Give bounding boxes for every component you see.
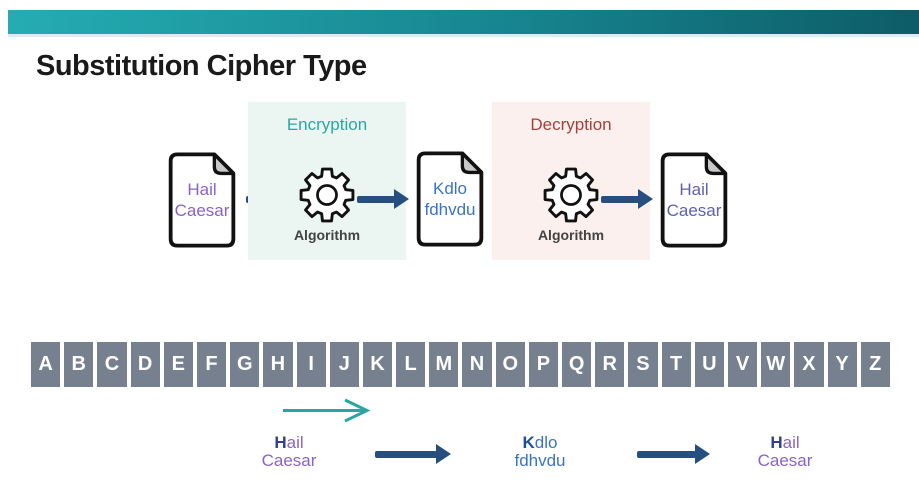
document-icon bbox=[660, 152, 728, 248]
document-ciphertext: Kdlo fdhvdu bbox=[412, 146, 488, 252]
example-line: Hail bbox=[730, 434, 840, 452]
algorithm-caption: Algorithm bbox=[293, 227, 361, 243]
arrow-shaft bbox=[375, 451, 437, 458]
document-icon bbox=[168, 152, 236, 248]
top-accent-bar bbox=[8, 10, 919, 37]
document-text-line: Kdlo bbox=[432, 179, 468, 198]
encryption-panel: Encryption Algorithm bbox=[248, 102, 406, 260]
document-text-line: Hail bbox=[679, 180, 709, 199]
document-text-line: Caesar bbox=[666, 201, 722, 220]
decryption-panel: Decryption Algorithm bbox=[492, 102, 650, 260]
alphabet-letter: E bbox=[163, 342, 193, 387]
encryption-label: Encryption bbox=[286, 115, 368, 134]
alphabet-letter: H bbox=[263, 342, 293, 387]
gear-icon bbox=[543, 167, 599, 223]
alphabet-letter: V bbox=[727, 342, 758, 387]
alphabet-letter: K bbox=[362, 342, 393, 387]
example-line: Caesar bbox=[261, 451, 317, 470]
alphabet-letter: S bbox=[628, 342, 658, 387]
example-line: Caesar bbox=[757, 451, 813, 470]
shift-right-arrow-icon bbox=[283, 398, 371, 423]
arrow-head bbox=[638, 189, 653, 209]
document-text-line: Caesar bbox=[174, 201, 230, 220]
alphabet-letter: Y bbox=[827, 342, 857, 387]
document-decrypted: Hail Caesar bbox=[656, 147, 732, 253]
alphabet-letter: D bbox=[130, 342, 160, 387]
example-plaintext: Hail Caesar bbox=[234, 434, 344, 470]
gear-icon bbox=[299, 167, 355, 223]
alphabet-letter: P bbox=[528, 342, 558, 387]
example-line: fdhvdu bbox=[514, 451, 566, 470]
example-rest: ail bbox=[286, 433, 304, 452]
document-text: Hail Caesar bbox=[164, 147, 240, 253]
example-rest: dlo bbox=[534, 433, 558, 452]
alphabet-letter: O bbox=[495, 342, 525, 387]
algorithm-caption: Algorithm bbox=[537, 227, 605, 243]
arrow-head bbox=[436, 444, 451, 464]
alphabet-letter: J bbox=[329, 342, 359, 387]
decryption-label: Decryption bbox=[530, 115, 612, 134]
arrow-head bbox=[394, 189, 409, 209]
document-text-line: Hail bbox=[187, 180, 217, 199]
example-rest: ail bbox=[782, 433, 800, 452]
example-bold-letter: K bbox=[522, 433, 535, 452]
alphabet-letter: M bbox=[429, 342, 459, 387]
example-ciphertext: Kdlo fdhvdu bbox=[485, 434, 595, 470]
alphabet-letter: C bbox=[97, 342, 127, 387]
alphabet-letter: X bbox=[794, 342, 824, 387]
arrow-shaft bbox=[601, 196, 639, 203]
alphabet-strip: A B C D E F G H I J K L M N O P Q R S T … bbox=[31, 342, 890, 387]
alphabet-letter: A bbox=[31, 342, 61, 387]
example-bold-letter: H bbox=[770, 433, 783, 452]
arrow-shaft bbox=[637, 451, 696, 458]
alphabet-letter: R bbox=[595, 342, 625, 387]
document-plaintext: Hail Caesar bbox=[164, 147, 240, 253]
alphabet-letter: G bbox=[230, 342, 260, 387]
arrow-right-icon bbox=[637, 444, 710, 465]
alphabet-letter: Q bbox=[562, 342, 592, 387]
arrow-head bbox=[695, 444, 710, 464]
arrow-right-icon bbox=[357, 189, 409, 210]
alphabet-letter: U bbox=[694, 342, 724, 387]
arrow-shaft bbox=[357, 196, 395, 203]
example-line: Hail bbox=[234, 434, 344, 452]
document-text: Kdlo fdhvdu bbox=[412, 146, 488, 252]
alphabet-letter: B bbox=[64, 342, 94, 387]
example-line: Kdlo bbox=[485, 434, 595, 452]
page-title: Substitution Cipher Type bbox=[36, 50, 367, 82]
arrow-right-icon bbox=[375, 444, 451, 465]
alphabet-letter: Z bbox=[860, 342, 890, 387]
document-icon bbox=[416, 151, 484, 247]
alphabet-letter: L bbox=[396, 342, 426, 387]
example-bold-letter: H bbox=[274, 433, 287, 452]
document-text-line: fdhvdu bbox=[424, 200, 476, 219]
alphabet-letter: I bbox=[296, 342, 326, 387]
document-text: Hail Caesar bbox=[656, 147, 732, 253]
alphabet-letter: T bbox=[661, 342, 691, 387]
example-decrypted: Hail Caesar bbox=[730, 434, 840, 470]
arrow-right-icon bbox=[601, 189, 653, 210]
alphabet-letter: F bbox=[196, 342, 227, 387]
alphabet-letter: N bbox=[462, 342, 492, 387]
alphabet-letter: W bbox=[761, 342, 791, 387]
